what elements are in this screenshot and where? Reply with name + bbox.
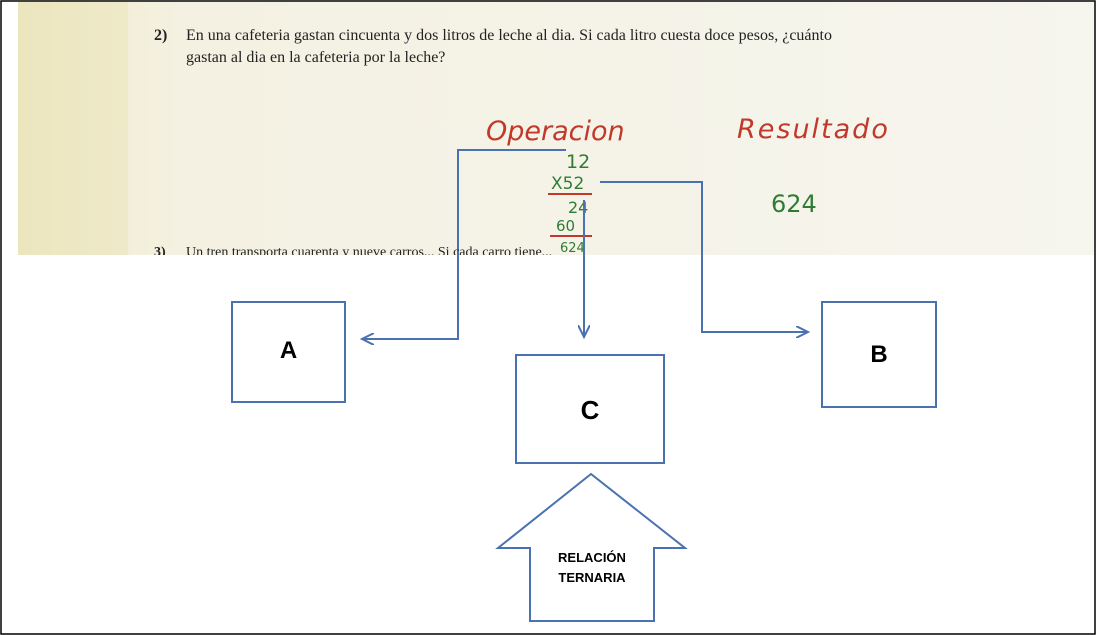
ternary-relation-label-2: TERNARIA xyxy=(558,570,626,585)
worksheet-stain xyxy=(18,2,128,255)
handwritten-multiplier: X52 xyxy=(551,174,584,194)
box-c-label: C xyxy=(580,395,600,425)
next-problem-number: 3) xyxy=(154,246,166,255)
handwritten-partial-2: 60 xyxy=(556,217,575,235)
box-c xyxy=(515,354,665,464)
worksheet-scan xyxy=(18,2,1094,255)
handwritten-resultado: Resultado xyxy=(737,114,890,145)
handwritten-total: 624 xyxy=(560,241,585,256)
handwritten-operacion: Operacion xyxy=(486,116,625,147)
handwritten-result: 624 xyxy=(771,190,817,218)
next-problem-text: Un tren transporta cuarenta y nueve carr… xyxy=(186,246,553,255)
box-b-label: B xyxy=(870,341,888,368)
ternary-relation-label-1: RELACIÓN xyxy=(558,550,626,565)
ternary-relation-arrow xyxy=(495,472,688,622)
handwritten-top-number: 12 xyxy=(566,151,590,173)
box-a-label: A xyxy=(279,337,298,364)
box-a xyxy=(231,301,346,403)
problem-line-1: En una cafeteria gastan cincuenta y dos … xyxy=(186,27,832,44)
connector-to-a xyxy=(362,149,566,339)
box-b xyxy=(821,301,937,408)
connector-to-b xyxy=(600,181,808,332)
handwritten-partial-1: 24 xyxy=(568,198,588,217)
problem-number: 2) xyxy=(154,27,168,44)
problem-line-2: gastan al dia en la cafeteria por la lec… xyxy=(186,49,446,66)
